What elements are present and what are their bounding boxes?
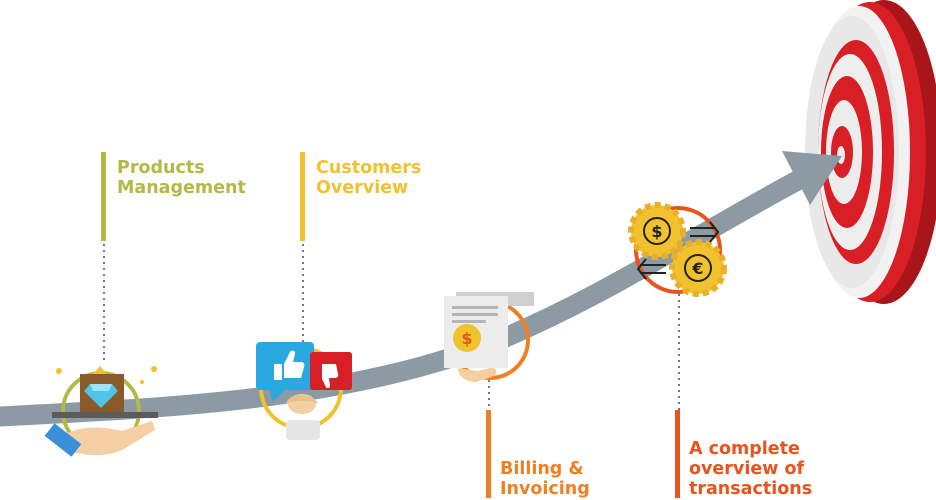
step-label-line: overview of: [689, 459, 805, 479]
transactions-bar: [675, 410, 680, 498]
invoice-dollar-icon: $: [444, 292, 534, 382]
svg-text:$: $: [651, 222, 662, 241]
svg-text:$: $: [461, 329, 472, 348]
step-label-line: Products: [117, 158, 205, 178]
step-label-line: Overview: [316, 178, 409, 198]
target-bullseye-icon: [805, 0, 936, 304]
step-label-line: Invoicing: [500, 479, 590, 499]
currency-exchange-icon: $ €: [628, 202, 727, 297]
svg-text:€: €: [691, 259, 703, 278]
connector-lines: [103, 244, 680, 410]
diamond-gift-hand-icon: [44, 366, 158, 457]
step-label-line: Management: [117, 178, 246, 198]
thumbs-up-down-icon: [256, 342, 352, 440]
products-bar: [101, 152, 106, 241]
euro-gear-icon: €: [669, 239, 727, 297]
step-label-line: transactions: [689, 479, 813, 499]
customers-bar: [300, 152, 305, 241]
step-label-line: Billing &: [500, 459, 584, 479]
billing-bar: [486, 410, 491, 498]
step-label-line: A complete: [689, 439, 800, 459]
dollar-gear-icon: $: [628, 202, 686, 260]
billing-invoicing-label: Billing &Invoicing: [500, 459, 590, 499]
step-label-line: Customers: [316, 158, 422, 178]
